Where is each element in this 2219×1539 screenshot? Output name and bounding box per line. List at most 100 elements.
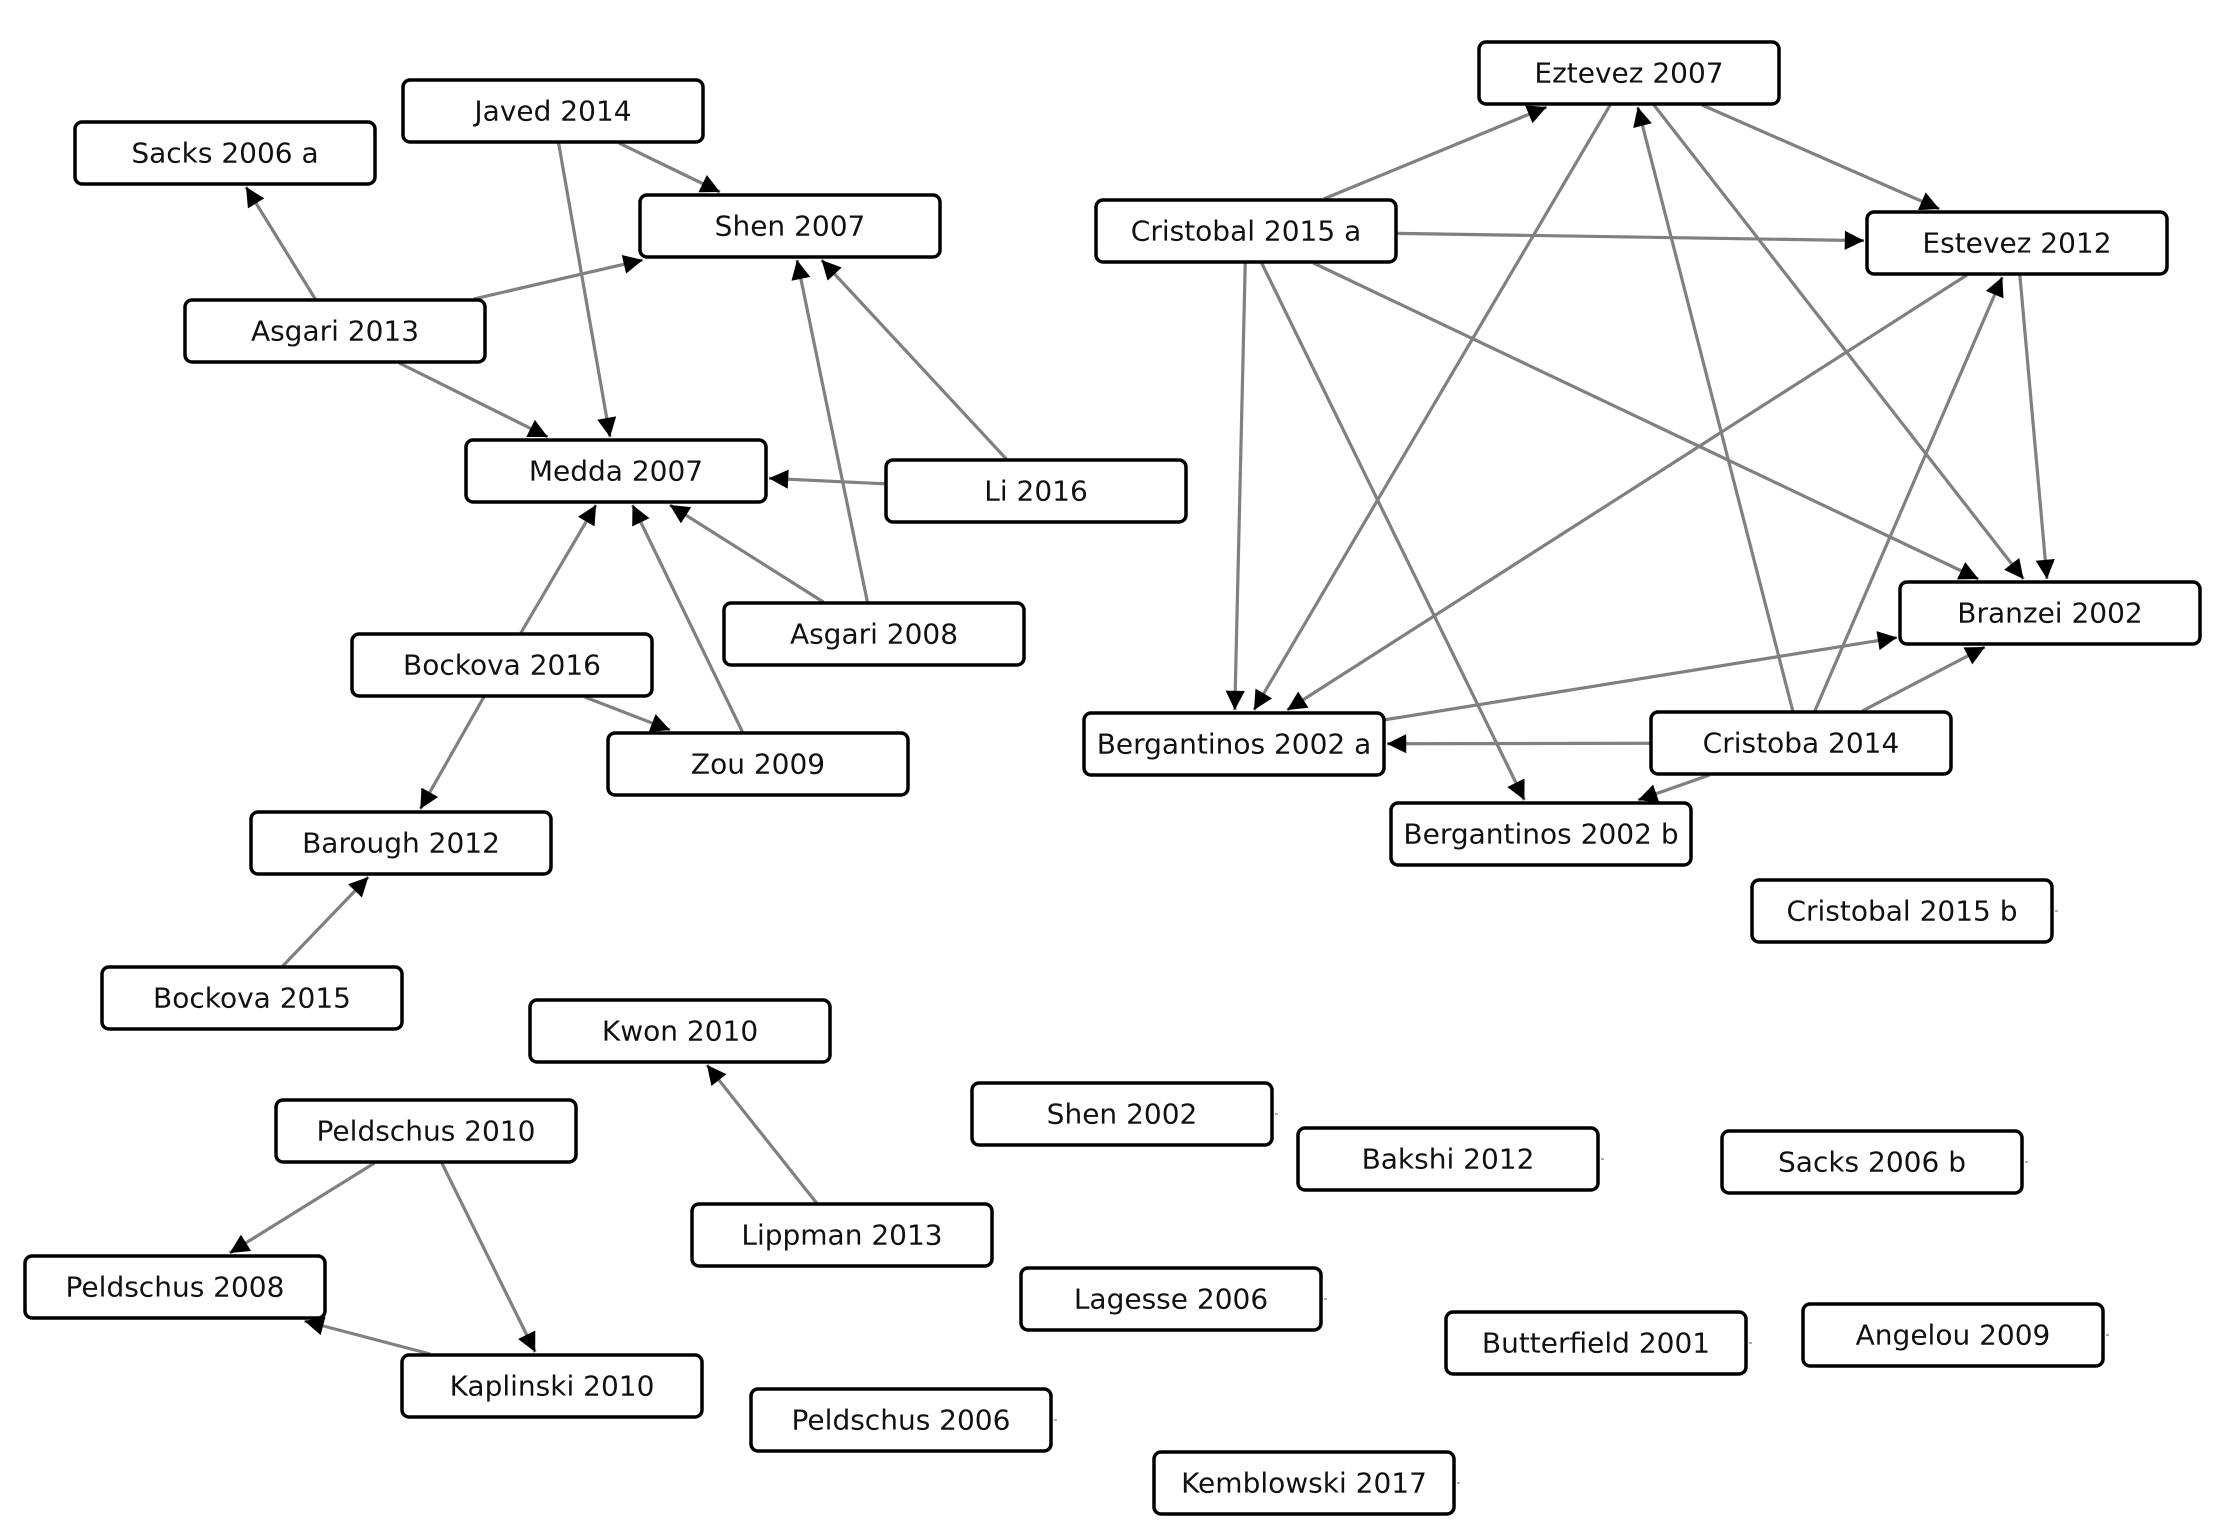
edge-javed2014-to-medda2007 [557, 142, 617, 438]
edge-estevez2012-to-bergantinos2002a [1286, 273, 1968, 712]
node-zou2009: Zou 2009 [606, 731, 910, 797]
node-angelou2009: Angelou 2009 [1801, 1302, 2105, 1368]
edge-eztevez2007-to-bergantinos2002a [1252, 104, 1612, 711]
node-label: Peldschus 2008 [66, 1271, 285, 1304]
node-label: Medda 2007 [529, 455, 703, 488]
node-branzei2002: Branzei 2002 [1898, 580, 2202, 646]
node-label: Javed 2014 [472, 95, 631, 128]
node-peldschus2010: Peldschus 2010 [274, 1098, 578, 1164]
node-label: Kaplinski 2010 [450, 1370, 655, 1403]
edge-cristoba2014-to-eztevez2007 [1633, 106, 1795, 712]
node-box [1094, 198, 1398, 264]
node-label: Asgari 2013 [251, 315, 419, 348]
node-box [464, 438, 768, 504]
node-box [73, 120, 377, 186]
node-box [722, 601, 1026, 667]
node-box [401, 78, 705, 144]
node-estevez2012: Estevez 2012 [1865, 210, 2169, 276]
edge-asgari2013-to-sacks2006a [244, 186, 317, 300]
node-label: Branzei 2002 [1957, 597, 2143, 630]
node-label: Kwon 2010 [602, 1015, 758, 1048]
node-box [884, 458, 1188, 524]
node-box [1444, 1310, 1748, 1376]
node-cristobal2015a: Cristobal 2015 a [1094, 198, 1398, 264]
node-box [528, 998, 832, 1064]
edge-zou2009-to-medda2007 [631, 504, 744, 733]
edge-kaplinski2010-to-peldschus2008 [304, 1316, 431, 1356]
node-kaplinski2010: Kaplinski 2010 [400, 1353, 704, 1419]
edge-estevez2012-to-branzei2002 [2018, 274, 2055, 580]
node-lippman2013: Lippman 2013 [690, 1202, 994, 1268]
edge-peldschus2010-to-peldschus2008 [228, 1161, 376, 1255]
edge-bergantinos2002a-to-branzei2002 [1384, 631, 1898, 722]
node-bakshi2012: Bakshi 2012 [1296, 1126, 1600, 1192]
node-box [274, 1098, 578, 1164]
edge-cristoba2014-to-bergantinos2002b [1637, 773, 1711, 803]
node-bockova2015: Bockova 2015 [100, 965, 404, 1031]
node-medda2007: Medda 2007 [464, 438, 768, 504]
node-li2016: Li 2016 [884, 458, 1188, 524]
node-label: Kemblowski 2017 [1181, 1467, 1427, 1500]
node-butterfield2001: Butterfield 2001 [1444, 1310, 1748, 1376]
node-label: Li 2016 [984, 475, 1088, 508]
edge-asgari2013-to-shen2007 [473, 254, 644, 301]
edge-bockova2016-to-zou2009 [584, 695, 671, 733]
node-box [1898, 580, 2202, 646]
edge-cristobal2015a-to-branzei2002 [1312, 261, 1980, 581]
node-box [690, 1202, 994, 1268]
node-box [606, 731, 910, 797]
node-box [1082, 711, 1386, 777]
node-box [1750, 878, 2054, 944]
node-sacks2006a: Sacks 2006 a [73, 120, 377, 186]
node-box [638, 193, 942, 259]
edge-cristobal2015a-to-bergantinos2002b [1260, 262, 1526, 801]
node-label: Bakshi 2012 [1362, 1143, 1535, 1176]
node-peldschus2006: Peldschus 2006 [749, 1387, 1053, 1453]
node-label: Lippman 2013 [741, 1219, 942, 1252]
node-kwon2010: Kwon 2010 [528, 998, 832, 1064]
node-box [1477, 40, 1781, 106]
edge-eztevez2007-to-estevez2012 [1701, 103, 1941, 211]
node-label: Peldschus 2010 [317, 1115, 536, 1148]
node-barough2012: Barough 2012 [249, 810, 553, 876]
edge-bockova2015-to-barough2012 [281, 875, 370, 968]
node-box [1649, 710, 1953, 776]
node-label: Lagesse 2006 [1074, 1283, 1268, 1316]
node-box [23, 1254, 327, 1320]
node-box [400, 1353, 704, 1419]
node-label: Shen 2002 [1047, 1098, 1198, 1131]
node-label: Bockova 2016 [403, 649, 601, 682]
node-box [1152, 1450, 1456, 1516]
edge-cristoba2014-to-estevez2012 [1813, 276, 2004, 712]
node-label: Bergantinos 2002 a [1097, 728, 1372, 761]
node-box [1019, 1266, 1323, 1332]
node-label: Shen 2007 [715, 210, 866, 243]
node-shen2007: Shen 2007 [638, 193, 942, 259]
edge-li2016-to-medda2007 [768, 469, 886, 489]
node-eztevez2007: Eztevez 2007 [1477, 40, 1781, 106]
stubs-layer [1054, 910, 2109, 1484]
edge-bockova2016-to-medda2007 [519, 504, 598, 634]
node-label: Bockova 2015 [153, 982, 351, 1015]
node-label: Angelou 2009 [1856, 1319, 2051, 1352]
edge-cristobal2015a-to-bergantinos2002a [1225, 262, 1247, 711]
node-label: Bergantinos 2002 b [1403, 818, 1678, 851]
node-cristoba2014: Cristoba 2014 [1649, 710, 1953, 776]
node-asgari2008: Asgari 2008 [722, 601, 1026, 667]
node-box [249, 810, 553, 876]
node-bergantinos2002b: Bergantinos 2002 b [1389, 801, 1693, 867]
node-bergantinos2002a: Bergantinos 2002 a [1082, 711, 1386, 777]
edge-asgari2008-to-shen2007 [791, 259, 869, 603]
node-lagesse2006: Lagesse 2006 [1019, 1266, 1323, 1332]
node-box [749, 1387, 1053, 1453]
node-label: Asgari 2008 [790, 618, 958, 651]
node-box [1389, 801, 1693, 867]
edge-eztevez2007-to-branzei2002 [1652, 104, 2025, 580]
node-box [183, 298, 487, 364]
node-kemblowski2017: Kemblowski 2017 [1152, 1450, 1456, 1516]
node-label: Estevez 2012 [1922, 227, 2111, 260]
node-box [970, 1081, 1274, 1147]
node-box [100, 965, 404, 1031]
node-box [350, 632, 654, 698]
